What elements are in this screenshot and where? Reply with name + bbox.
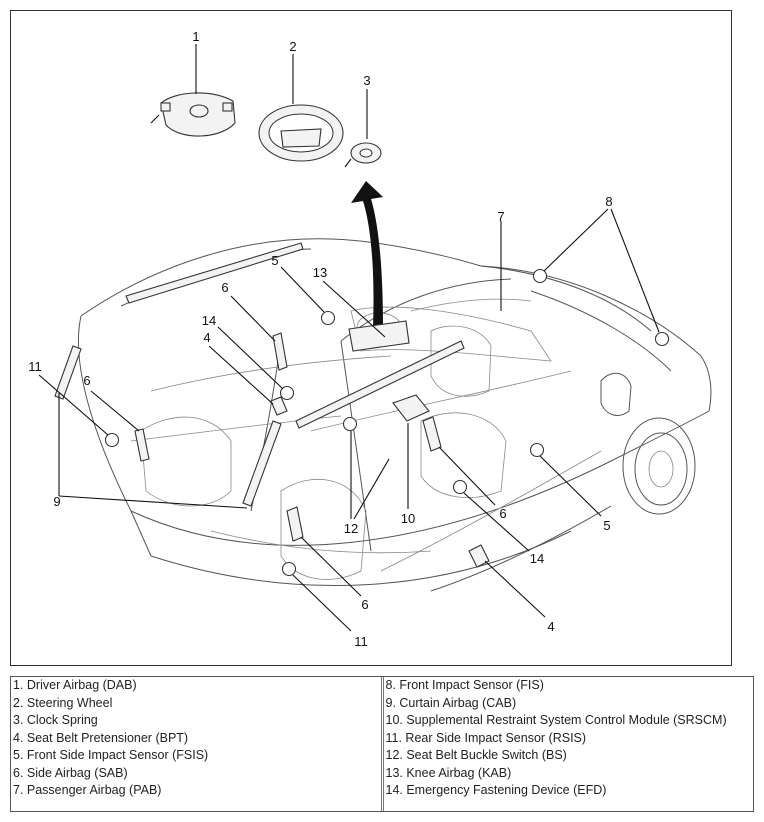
legend-item: 7. Passenger Airbag (PAB) [13,783,162,797]
knee-airbag-part [348,320,410,352]
callout-1: 1 [192,29,199,44]
legend-item: 1. Driver Airbag (DAB) [13,678,137,692]
callout-7: 7 [497,209,504,224]
legend-item: 3. Clock Spring [13,713,98,727]
driver-airbag-part [150,92,236,137]
leader-lines [38,44,660,632]
callout-13: 13 [313,265,327,280]
callout-10: 10 [401,511,415,526]
callout-6-b: 6 [83,373,90,388]
callout-12: 12 [344,521,358,536]
diagram-frame: 1 2 3 4 5 5 6 6 6 6 7 8 9 10 11 11 12 13… [10,10,732,666]
legend-item: 14. Emergency Fastening Device (EFD) [385,783,607,797]
callout-6-c: 6 [499,506,506,521]
callout-4: 4 [203,330,210,345]
callout-8: 8 [605,194,612,209]
side-airbag-parts [134,332,442,542]
legend-table: 1. Driver Airbag (DAB) 2. Steering Wheel… [10,676,754,812]
callout-4-front: 4 [547,619,554,634]
legend-item: 11. Rear Side Impact Sensor (RSIS) [385,730,587,745]
srs-layout-diagram: 1 2 3 4 5 5 6 6 6 6 7 8 9 10 11 11 12 13… [28,29,712,649]
legend-item: 12. Seat Belt Buckle Switch (BS) [385,748,567,762]
callout-9: 9 [53,494,60,509]
car-outline [78,238,712,592]
sensor-markers [104,268,670,577]
callout-5-rear: 5 [271,253,278,268]
callout-14-rear: 14 [202,313,216,328]
legend-item: 9. Curtain Airbag (CAB) [385,695,517,710]
callout-11-front: 11 [354,634,368,649]
legend-item: 8. Front Impact Sensor (FIS) [385,678,544,692]
callout-11-rear: 11 [28,359,42,374]
callout-14-front: 14 [530,551,544,566]
callout-3: 3 [363,73,370,88]
callout-labels: 1 2 3 4 5 5 6 6 6 6 7 8 9 10 11 11 12 13… [28,29,612,649]
legend-item: 5. Front Side Impact Sensor (FSIS) [13,748,209,762]
legend-item: 4. Seat Belt Pretensioner (BPT) [13,730,189,745]
callout-6-a: 6 [221,280,228,295]
srscm-part [392,394,430,422]
legend-column-left: 1. Driver Airbag (DAB) 2. Steering Wheel… [11,677,381,811]
legend-item: 13. Knee Airbag (KAB) [385,765,512,780]
legend-column-right: 8. Front Impact Sensor (FIS) 9. Curtain … [380,677,754,811]
steering-wheel-part [258,104,344,162]
removal-arrow [351,181,383,327]
legend-item: 2. Steering Wheel [13,695,113,710]
callout-5-front: 5 [603,518,610,533]
curtain-airbag-parts [54,242,465,507]
legend-item: 10. Supplemental Restraint System Contro… [385,713,727,727]
callout-6-d: 6 [361,597,368,612]
callout-2: 2 [289,39,296,54]
legend-item: 6. Side Airbag (SAB) [13,765,128,780]
clock-spring-part [344,142,382,168]
pretensioner-parts [270,396,490,568]
